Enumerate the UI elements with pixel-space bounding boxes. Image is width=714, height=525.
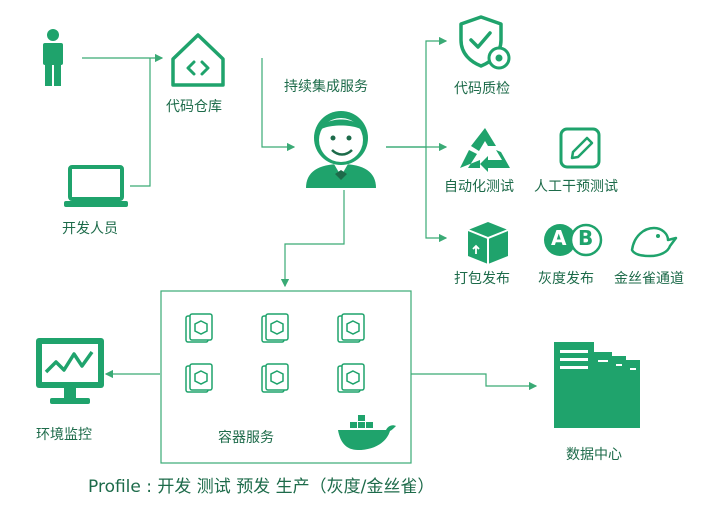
repo-label: 代码仓库 (166, 99, 222, 115)
package-box-icon (467, 222, 509, 264)
quality-label: 代码质检 (454, 81, 510, 97)
monitor-chart-icon (36, 338, 104, 404)
edge-ci-quality (386, 36, 448, 148)
person-icon (43, 29, 63, 86)
recycle-icon (460, 128, 510, 172)
container-label: 容器服务 (218, 430, 274, 446)
jenkins-butler-icon (306, 111, 376, 188)
canary-bird-icon (630, 226, 678, 258)
laptop-icon (64, 165, 128, 207)
profile-footer: Profile : 开发 测试 预发 生产（灰度/金丝雀） (88, 477, 435, 497)
server-icon (554, 342, 640, 428)
developer-label: 开发人员 (62, 221, 118, 237)
pencil-icon (559, 127, 601, 169)
edge-container-datacenter (410, 373, 538, 391)
canary-label: 金丝雀通道 (614, 271, 684, 287)
container-tile-icon (337, 313, 365, 343)
ci-label: 持续集成服务 (284, 79, 368, 95)
monitor-label: 环境监控 (36, 427, 92, 443)
ab-letter-b: B (578, 226, 594, 250)
container-tile-icon (185, 313, 213, 343)
ab-letter-a: A (551, 226, 567, 250)
container-tile-icon (337, 363, 365, 393)
grayscale-label: 灰度发布 (538, 271, 594, 287)
manualtest-label: 人工干预测试 (534, 179, 618, 195)
code-repo-icon (171, 33, 225, 87)
package-label: 打包发布 (454, 271, 510, 287)
edge-laptop-repo (130, 58, 151, 187)
container-tile-icon (261, 363, 289, 393)
ab-test-icon: A B (542, 222, 606, 258)
ab-circles (544, 223, 603, 257)
container-tile-icon (261, 313, 289, 343)
container-tile-icon (185, 363, 213, 393)
shield-gear-icon (459, 15, 511, 70)
datacenter-label: 数据中心 (566, 447, 622, 463)
edge-repo-ci (261, 58, 296, 152)
docker-whale-icon (338, 415, 396, 450)
autotest-label: 自动化测试 (444, 179, 514, 195)
edge-ci-package (425, 147, 448, 243)
edge-ci-container (280, 190, 345, 288)
